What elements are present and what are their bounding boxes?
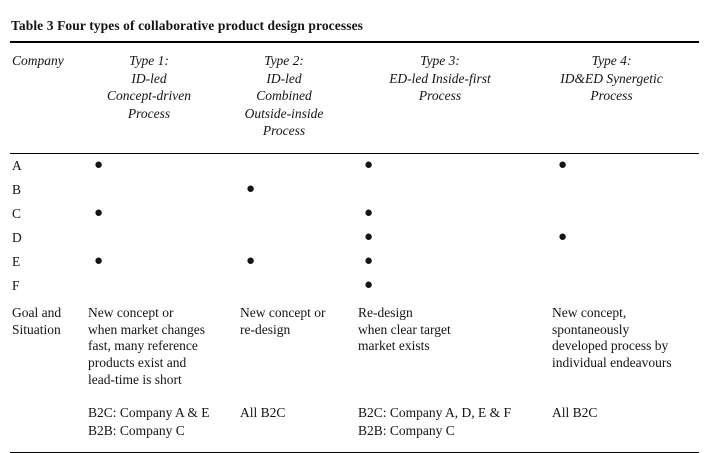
column-header-type4: Type 4: ID&ED Synergetic Process	[550, 42, 699, 154]
dot-marker	[550, 178, 699, 202]
segment-cell-type3: B2C: Company A, D, E & F B2B: Company C	[358, 405, 512, 438]
company-label: B	[12, 181, 22, 197]
table-row-company-d: D ● ●	[10, 226, 699, 250]
company-label: C	[12, 205, 22, 221]
header-row: Company Type 1: ID-led Concept-driven Pr…	[10, 42, 699, 154]
dot-marker: ●	[364, 252, 374, 269]
table-row-company-e: E ● ● ●	[10, 250, 699, 274]
company-label: E	[12, 253, 21, 269]
column-header-type1: Type 1: ID-led Concept-driven Process	[86, 42, 238, 154]
goal-cell-type2: New concept or re-design	[240, 304, 326, 337]
segment-label-empty	[10, 389, 86, 453]
table-row-company-f: F ●	[10, 274, 699, 298]
segment-row: B2C: Company A & E B2B: Company C All B2…	[10, 389, 699, 453]
company-label: A	[12, 157, 22, 173]
table-row-company-a: A ● ● ●	[10, 153, 699, 178]
column-header-type2: Type 2: ID-led Combined Outside-inside P…	[238, 42, 356, 154]
dot-marker: ●	[246, 252, 256, 269]
company-label: D	[12, 229, 22, 245]
column-header-type3: Type 3: ED-led Inside-first Process	[356, 42, 550, 154]
dot-marker: ●	[364, 204, 374, 221]
dot-marker: ●	[246, 180, 256, 197]
dot-marker	[550, 202, 699, 226]
goal-situation-row: Goal and Situation New concept or when m…	[10, 298, 699, 389]
goal-cell-type3: Re-design when clear target market exist…	[358, 304, 451, 354]
table-title: Table 3 Four types of collaborative prod…	[11, 18, 364, 33]
segment-cell-type4: All B2C	[552, 405, 598, 421]
segment-cell-type2: All B2C	[240, 405, 286, 421]
dot-marker: ●	[364, 276, 374, 293]
dot-marker: ●	[558, 228, 568, 245]
dot-marker	[86, 178, 238, 202]
dot-marker	[238, 274, 356, 298]
company-label: F	[12, 277, 20, 293]
dot-marker	[238, 226, 356, 250]
table-row-company-c: C ● ●	[10, 202, 699, 226]
dot-marker: ●	[364, 156, 374, 173]
column-header-company: Company	[10, 42, 86, 154]
dot-marker	[86, 226, 238, 250]
goal-cell-type1: New concept or when market changes fast,…	[88, 304, 205, 388]
goal-situation-label: Goal and Situation	[12, 304, 62, 337]
dot-marker: ●	[94, 252, 104, 269]
dot-marker	[356, 178, 550, 202]
dot-marker: ●	[558, 156, 568, 173]
goal-cell-type4: New concept, spontaneously developed pro…	[552, 304, 672, 371]
design-process-table: Company Type 1: ID-led Concept-driven Pr…	[10, 41, 699, 453]
dot-marker: ●	[94, 156, 104, 173]
segment-cell-type1: B2C: Company A & E B2B: Company C	[88, 405, 210, 438]
dot-marker	[86, 274, 238, 298]
dot-marker	[238, 153, 356, 178]
dot-marker: ●	[94, 204, 104, 221]
table-row-company-b: B ●	[10, 178, 699, 202]
dot-marker	[550, 274, 699, 298]
dot-marker: ●	[364, 228, 374, 245]
dot-marker	[550, 250, 699, 274]
dot-marker	[238, 202, 356, 226]
